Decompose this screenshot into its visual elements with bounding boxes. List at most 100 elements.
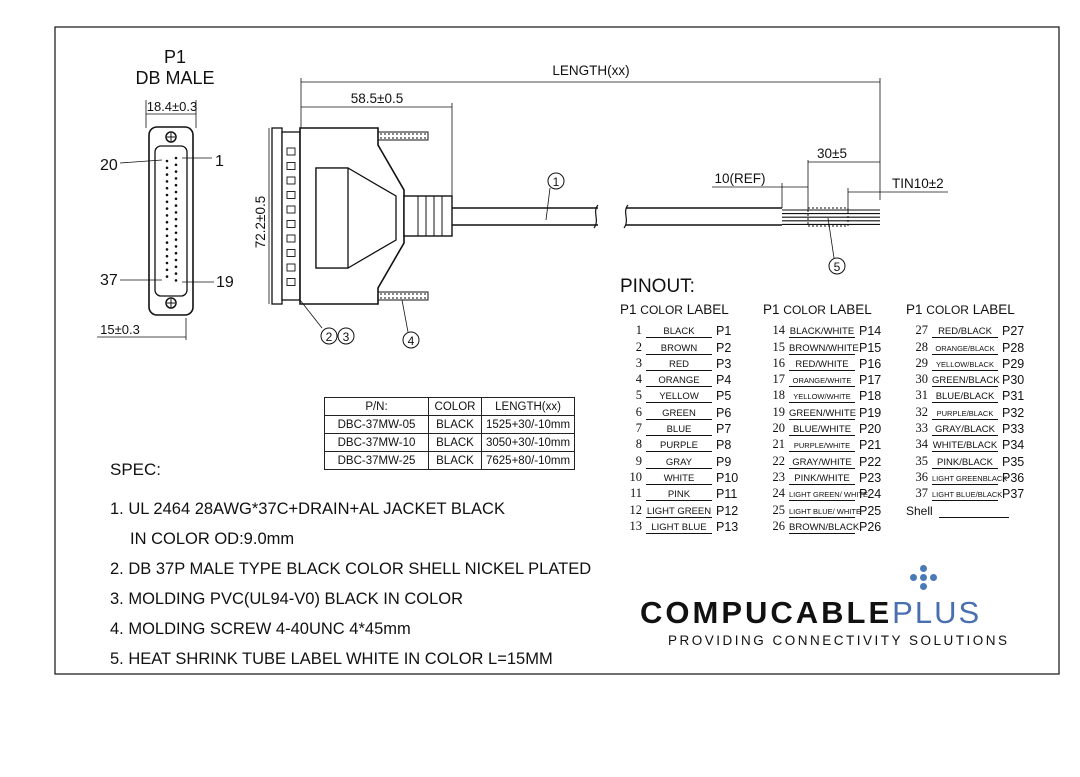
spec-section: SPEC: 1. UL 2464 28AWG*37C+DRAIN+AL JACK… (110, 460, 610, 674)
pin-number: 5 (635, 388, 642, 403)
logo-name-plus: PLUS (892, 595, 982, 630)
column-header: LENGTH(xx) (480, 397, 576, 416)
pin-dot (174, 224, 178, 228)
pin-number: 20 (772, 421, 786, 436)
table-cell: DBC-37MW-25 (324, 451, 429, 470)
pin-label: P5 (716, 389, 732, 404)
pin-dot (174, 177, 178, 180)
pin-number: 2 (635, 339, 642, 354)
pinout-header: P1 COLOR LABEL (620, 302, 763, 322)
pin-label: P19 (859, 405, 882, 420)
pin-number: 12 (629, 502, 643, 517)
pin-number: 27 (915, 323, 929, 338)
pin-number: 3 (635, 355, 642, 370)
pin-dot (165, 214, 169, 217)
pin-number: 28 (915, 339, 929, 354)
svg-text:3: 3 (343, 330, 350, 344)
pin-number: 22 (772, 453, 786, 468)
pin-dot (174, 258, 178, 262)
pin-number: 15 (772, 339, 786, 354)
pin-dot (174, 238, 178, 241)
pin-number: 29 (915, 355, 929, 370)
spec-line: 3. MOLDING PVC(UL94-V0) BLACK IN COLOR (110, 590, 464, 608)
pin-label: P2 (716, 340, 732, 355)
wire-color (938, 516, 1009, 518)
spec-heading: SPEC: (110, 460, 162, 479)
pin-number: 30 (915, 372, 929, 387)
wire-color: PURPLE (646, 441, 712, 453)
pin-label-37: 37 (100, 272, 118, 289)
drawing-border (54, 26, 1060, 675)
wire-color: LIGHT BLUE/ WHITE (789, 506, 861, 518)
table-cell: 7625+80/-10mm (480, 451, 576, 470)
pinout-header: P1 COLOR LABEL (763, 302, 906, 322)
pinout-header-label: LABEL (829, 302, 872, 317)
wire-color: PURPLE/BLACK (932, 409, 998, 420)
pin-label-1: 1 (215, 153, 224, 170)
wire-color: LIGHT BLUE (646, 522, 712, 534)
pin-array (165, 156, 178, 282)
wire-color: LIGHT GREEN/ WHITE (789, 490, 869, 502)
pin-number: 31 (915, 388, 929, 403)
pin-label: P8 (716, 438, 732, 453)
pin-dot (165, 207, 169, 210)
db37-front-view (148, 126, 194, 316)
pin-dot (174, 183, 178, 187)
pin-label: P22 (859, 454, 882, 469)
wire-color: BLUE (646, 425, 712, 437)
pin-label: P27 (1002, 324, 1025, 339)
wire-color: LIGHT GREEN (646, 505, 712, 518)
pin-label: P25 (859, 503, 882, 518)
pin-label: P6 (716, 405, 732, 420)
pin-dot (174, 251, 178, 255)
connector-side-view (271, 127, 880, 305)
wire-color: YELLOW (646, 392, 712, 404)
wire-color: PINK (646, 490, 712, 502)
pinout-header-p1: P1 (763, 302, 780, 317)
pin-label: P17 (859, 373, 882, 388)
pin-number: 35 (915, 453, 929, 468)
wire-color: ORANGE/WHITE (789, 376, 855, 388)
pin-label: P18 (859, 389, 882, 404)
wire-color: BROWN/BLACK (789, 521, 860, 534)
ref-dim: 10(REF) (714, 171, 765, 186)
shell-pin-slot (286, 263, 296, 272)
pin-number: 24 (772, 486, 786, 501)
wire-color: LIGHT BLUE/BLACK (932, 490, 1003, 502)
pin-label: P3 (716, 356, 732, 371)
pin-number: 36 (915, 469, 929, 484)
table-cell: BLACK (428, 433, 482, 452)
pin-dot (174, 190, 178, 194)
shell-pin-slot (286, 147, 296, 156)
table-header-row: P/N: COLOR LENGTH(xx) (324, 397, 576, 416)
wire-color: GREEN (646, 408, 712, 420)
pin-dot (174, 211, 178, 214)
pin-dot (165, 268, 169, 272)
pinout-row: Shell (906, 501, 1049, 518)
pin-dot (165, 159, 169, 163)
shell-pin-slot (286, 205, 296, 214)
pin-label: P16 (859, 356, 882, 371)
tinned-section (807, 207, 849, 227)
pin-label: P1 (716, 324, 732, 339)
pin-number: 21 (772, 437, 786, 452)
wire-color: GRAY/BLACK (932, 425, 998, 437)
shell-pin-slot (286, 278, 296, 286)
stripped-wires (782, 207, 880, 227)
logo-name-main: COMPUCABLE (640, 595, 893, 630)
pin-dot (165, 234, 169, 238)
callout-4 (402, 331, 420, 349)
